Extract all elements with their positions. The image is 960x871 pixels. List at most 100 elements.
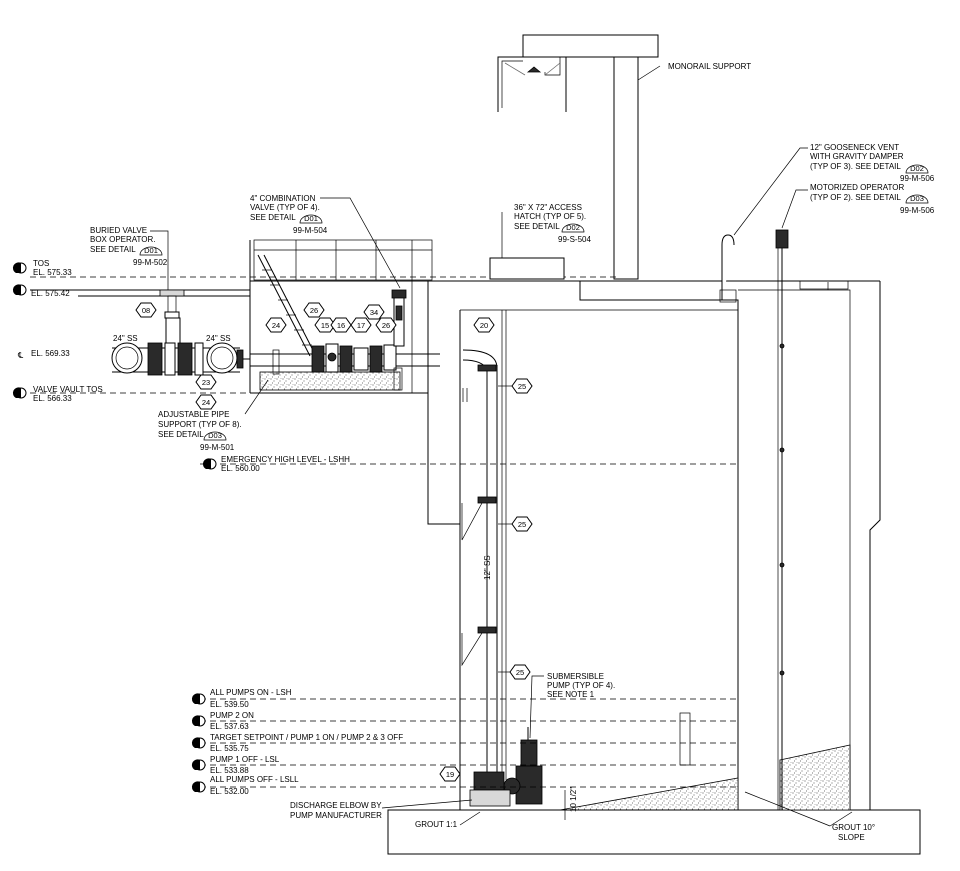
svg-text:SEE DETAIL: SEE DETAIL xyxy=(250,213,296,222)
svg-text:D01: D01 xyxy=(144,246,158,255)
buried-valve-box-operator xyxy=(159,289,185,349)
svg-text:DISCHARGE ELBOW BY: DISCHARGE ELBOW BY xyxy=(290,801,382,810)
svg-text:PUMP 1 OFF - LSL: PUMP 1 OFF - LSL xyxy=(210,755,280,764)
svg-text:99-M-504: 99-M-504 xyxy=(293,226,328,235)
svg-text:EL. 566.33: EL. 566.33 xyxy=(33,394,72,403)
svg-text:SEE NOTE 1: SEE NOTE 1 xyxy=(547,690,595,699)
svg-text:TARGET SETPOINT / PUMP 1 ON /: TARGET SETPOINT / PUMP 1 ON / PUMP 2 & 3… xyxy=(210,733,403,742)
svg-text:EL. 569.33: EL. 569.33 xyxy=(31,349,70,358)
pipe-12-label: 12" SS xyxy=(483,555,492,580)
svg-text:(TYP OF 2). SEE DETAIL: (TYP OF 2). SEE DETAIL xyxy=(810,193,901,202)
elevation-marker-lshh: EMERGENCY HIGH LEVEL - LSHH EL. 560.00 xyxy=(202,455,350,473)
svg-text:99-M-502: 99-M-502 xyxy=(133,258,168,267)
svg-text:EMERGENCY HIGH LEVEL - LSHH: EMERGENCY HIGH LEVEL - LSHH xyxy=(221,455,350,464)
svg-text:PUMP MANUFACTURER: PUMP MANUFACTURER xyxy=(290,811,382,820)
elevation-marker-lsh: ALL PUMPS ON - LSH EL. 539.50 xyxy=(191,688,292,709)
elevation-marker-lsll: ALL PUMPS OFF - LSLL EL. 532.00 xyxy=(191,775,299,796)
tag-25a: 25 xyxy=(511,378,533,394)
valve-vault-piping xyxy=(250,289,440,391)
svg-text:15: 15 xyxy=(321,321,329,330)
svg-text:EL. 560.00: EL. 560.00 xyxy=(221,464,260,473)
tag-24a: 24 xyxy=(265,317,287,333)
svg-text:99-M-506: 99-M-506 xyxy=(900,174,935,183)
svg-text:D02: D02 xyxy=(566,223,580,232)
svg-text:4" COMBINATION: 4" COMBINATION xyxy=(250,194,316,203)
pipe-24-right-label: 24" SS xyxy=(206,334,231,343)
tag-26a: 26 xyxy=(303,302,325,318)
callout-grout-slope: GROUT 10° SLOPE xyxy=(744,791,875,842)
monorail-support xyxy=(497,34,661,280)
discharge-riser-pipe xyxy=(461,310,507,780)
tag-25b: 25 xyxy=(511,516,533,532)
callout-access-hatch: 36" X 72" ACCESS HATCH (TYP OF 5). SEE D… xyxy=(501,203,591,258)
svg-text:24: 24 xyxy=(202,398,210,407)
svg-text:25: 25 xyxy=(516,668,524,677)
svg-text:10 1/2": 10 1/2" xyxy=(569,787,578,812)
svg-text:GROUT 10°: GROUT 10° xyxy=(832,823,875,832)
svg-text:ALL PUMPS ON - LSH: ALL PUMPS ON - LSH xyxy=(210,688,292,697)
tag-17: 17 xyxy=(350,317,372,333)
svg-text:D03: D03 xyxy=(910,194,924,203)
monorail-label: MONORAIL SUPPORT xyxy=(668,62,751,71)
svg-text:08: 08 xyxy=(142,306,150,315)
elevation-marker-grade: EL. 575.42 xyxy=(12,284,70,298)
svg-text:TOS: TOS xyxy=(33,259,49,268)
svg-text:25: 25 xyxy=(518,382,526,391)
svg-text:D01: D01 xyxy=(304,214,318,223)
svg-text:20: 20 xyxy=(480,321,488,330)
tag-25c: 25 xyxy=(509,664,531,680)
svg-text:23: 23 xyxy=(202,378,210,387)
svg-text:D02: D02 xyxy=(910,164,924,173)
svg-text:BURIED VALVE: BURIED VALVE xyxy=(90,226,147,235)
elevation-marker-tos: TOS EL. 575.33 xyxy=(12,259,72,277)
svg-text:EL. 533.88: EL. 533.88 xyxy=(210,766,249,775)
callout-adjustable-support: ADJUSTABLE PIPE SUPPORT (TYP OF 8). SEE … xyxy=(158,379,269,452)
svg-text:36" X 72" ACCESS: 36" X 72" ACCESS xyxy=(514,203,582,212)
svg-text:MOTORIZED OPERATOR: MOTORIZED OPERATOR xyxy=(810,183,904,192)
elevation-marker-lsl: PUMP 1 OFF - LSL EL. 533.88 xyxy=(191,755,280,775)
svg-text:D03: D03 xyxy=(208,431,222,440)
svg-text:℄: ℄ xyxy=(17,351,24,360)
svg-text:BOX OPERATOR.: BOX OPERATOR. xyxy=(90,235,156,244)
svg-text:99-S-504: 99-S-504 xyxy=(558,235,591,244)
elevation-marker-pump2: PUMP 2 ON EL. 537.63 xyxy=(191,711,254,731)
valve-vault-railing xyxy=(249,239,433,393)
svg-text:19: 19 xyxy=(446,770,454,779)
tag-16: 16 xyxy=(330,317,352,333)
svg-text:EL. 535.75: EL. 535.75 xyxy=(210,744,249,753)
svg-text:SEE DETAIL: SEE DETAIL xyxy=(158,430,204,439)
svg-text:26: 26 xyxy=(382,321,390,330)
svg-text:SUBMERSIBLE: SUBMERSIBLE xyxy=(547,672,604,681)
elevation-marker-valve-vault: VALVE VAULT TOS EL. 566.33 xyxy=(12,385,103,403)
svg-text:12" GOOSENECK VENT: 12" GOOSENECK VENT xyxy=(810,143,899,152)
motorized-operator xyxy=(775,229,789,810)
svg-text:EL. 575.42: EL. 575.42 xyxy=(31,289,70,298)
svg-text:25: 25 xyxy=(518,520,526,529)
elevation-marker-target: TARGET SETPOINT / PUMP 1 ON / PUMP 2 & 3… xyxy=(191,733,403,753)
svg-text:ADJUSTABLE PIPE: ADJUSTABLE PIPE xyxy=(158,410,229,419)
svg-text:(TYP OF 3). SEE DETAIL: (TYP OF 3). SEE DETAIL xyxy=(810,162,901,171)
callout-submersible-pump: SUBMERSIBLE PUMP (TYP OF 4). SEE NOTE 1 xyxy=(529,672,615,739)
pipe-24-left-label: 24" SS xyxy=(113,334,138,343)
svg-text:EL. 539.50: EL. 539.50 xyxy=(210,700,249,709)
gooseneck-vent xyxy=(719,234,737,303)
callout-buried-valve: BURIED VALVE BOX OPERATOR. SEE DETAIL D0… xyxy=(90,226,169,290)
svg-text:VALVE VAULT TOS: VALVE VAULT TOS xyxy=(33,385,103,394)
svg-text:99-M-506: 99-M-506 xyxy=(900,206,935,215)
top-slab xyxy=(250,257,881,820)
callout-gooseneck-vent: 12" GOOSENECK VENT WITH GRAVITY DAMPER (… xyxy=(733,143,935,236)
wet-well xyxy=(387,309,921,855)
svg-text:SEE DETAIL: SEE DETAIL xyxy=(514,222,560,231)
svg-text:24: 24 xyxy=(272,321,280,330)
svg-text:26: 26 xyxy=(310,306,318,315)
svg-text:ALL PUMPS OFF - LSLL: ALL PUMPS OFF - LSLL xyxy=(210,775,299,784)
tag-20: 20 xyxy=(473,317,495,333)
tag-23: 23 xyxy=(195,374,217,390)
callout-discharge-elbow: DISCHARGE ELBOW BY PUMP MANUFACTURER xyxy=(290,799,473,820)
svg-text:SUPPORT (TYP OF 8).: SUPPORT (TYP OF 8). xyxy=(158,420,242,429)
svg-text:PUMP (TYP OF 4).: PUMP (TYP OF 4). xyxy=(547,681,615,690)
tag-08: 08 xyxy=(135,302,157,318)
tag-24b: 24 xyxy=(195,394,217,410)
svg-text:PUMP 2 ON: PUMP 2 ON xyxy=(210,711,254,720)
